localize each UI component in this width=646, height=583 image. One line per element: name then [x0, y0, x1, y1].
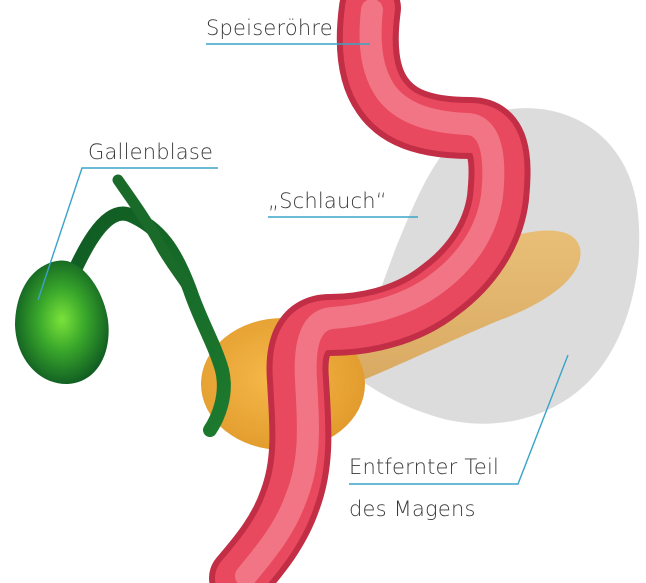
label-removed-part-line1: Entfernter Teil	[349, 455, 499, 479]
label-esophagus: Speiseröhre	[206, 16, 333, 40]
label-sleeve: „Schlauch“	[268, 189, 387, 213]
label-removed-part-line2: des Magens	[349, 497, 476, 521]
label-gallbladder: Gallenblase	[88, 140, 213, 164]
gallbladder-cystic-branch	[118, 180, 186, 284]
gallbladder-sac	[15, 261, 109, 384]
